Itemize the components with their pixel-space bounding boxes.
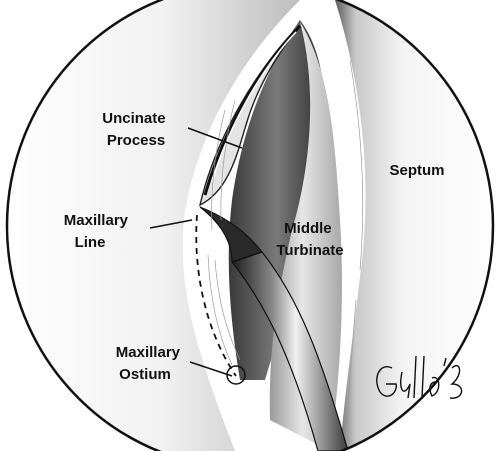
maxillary-line-dashes [195,214,237,377]
ostium-leader [189,361,233,377]
maxillary-line-label: Maxillary Line [64,212,132,251]
instrument-tip [199,206,263,263]
middle-turbinate-label: Middle Turbinate [276,220,343,259]
uncinate-process-label: Uncinate Process [102,110,170,149]
endoscope-frame [5,0,495,451]
hatching [207,59,364,441]
maxillary-line-leader [149,219,193,229]
lateral-nasal-wall [7,0,300,451]
septum-surface [335,0,493,451]
uncinate-process-shape [198,25,301,207]
septum-label: Septum [389,162,444,179]
uncinate-free-edge [203,24,302,196]
instrument-shaft [230,251,349,451]
incision-line [211,31,297,183]
maxillary-ostium-label: Maxillary Ostium [116,344,184,383]
uncinate-leader [187,127,243,149]
artist-signature [376,355,463,399]
